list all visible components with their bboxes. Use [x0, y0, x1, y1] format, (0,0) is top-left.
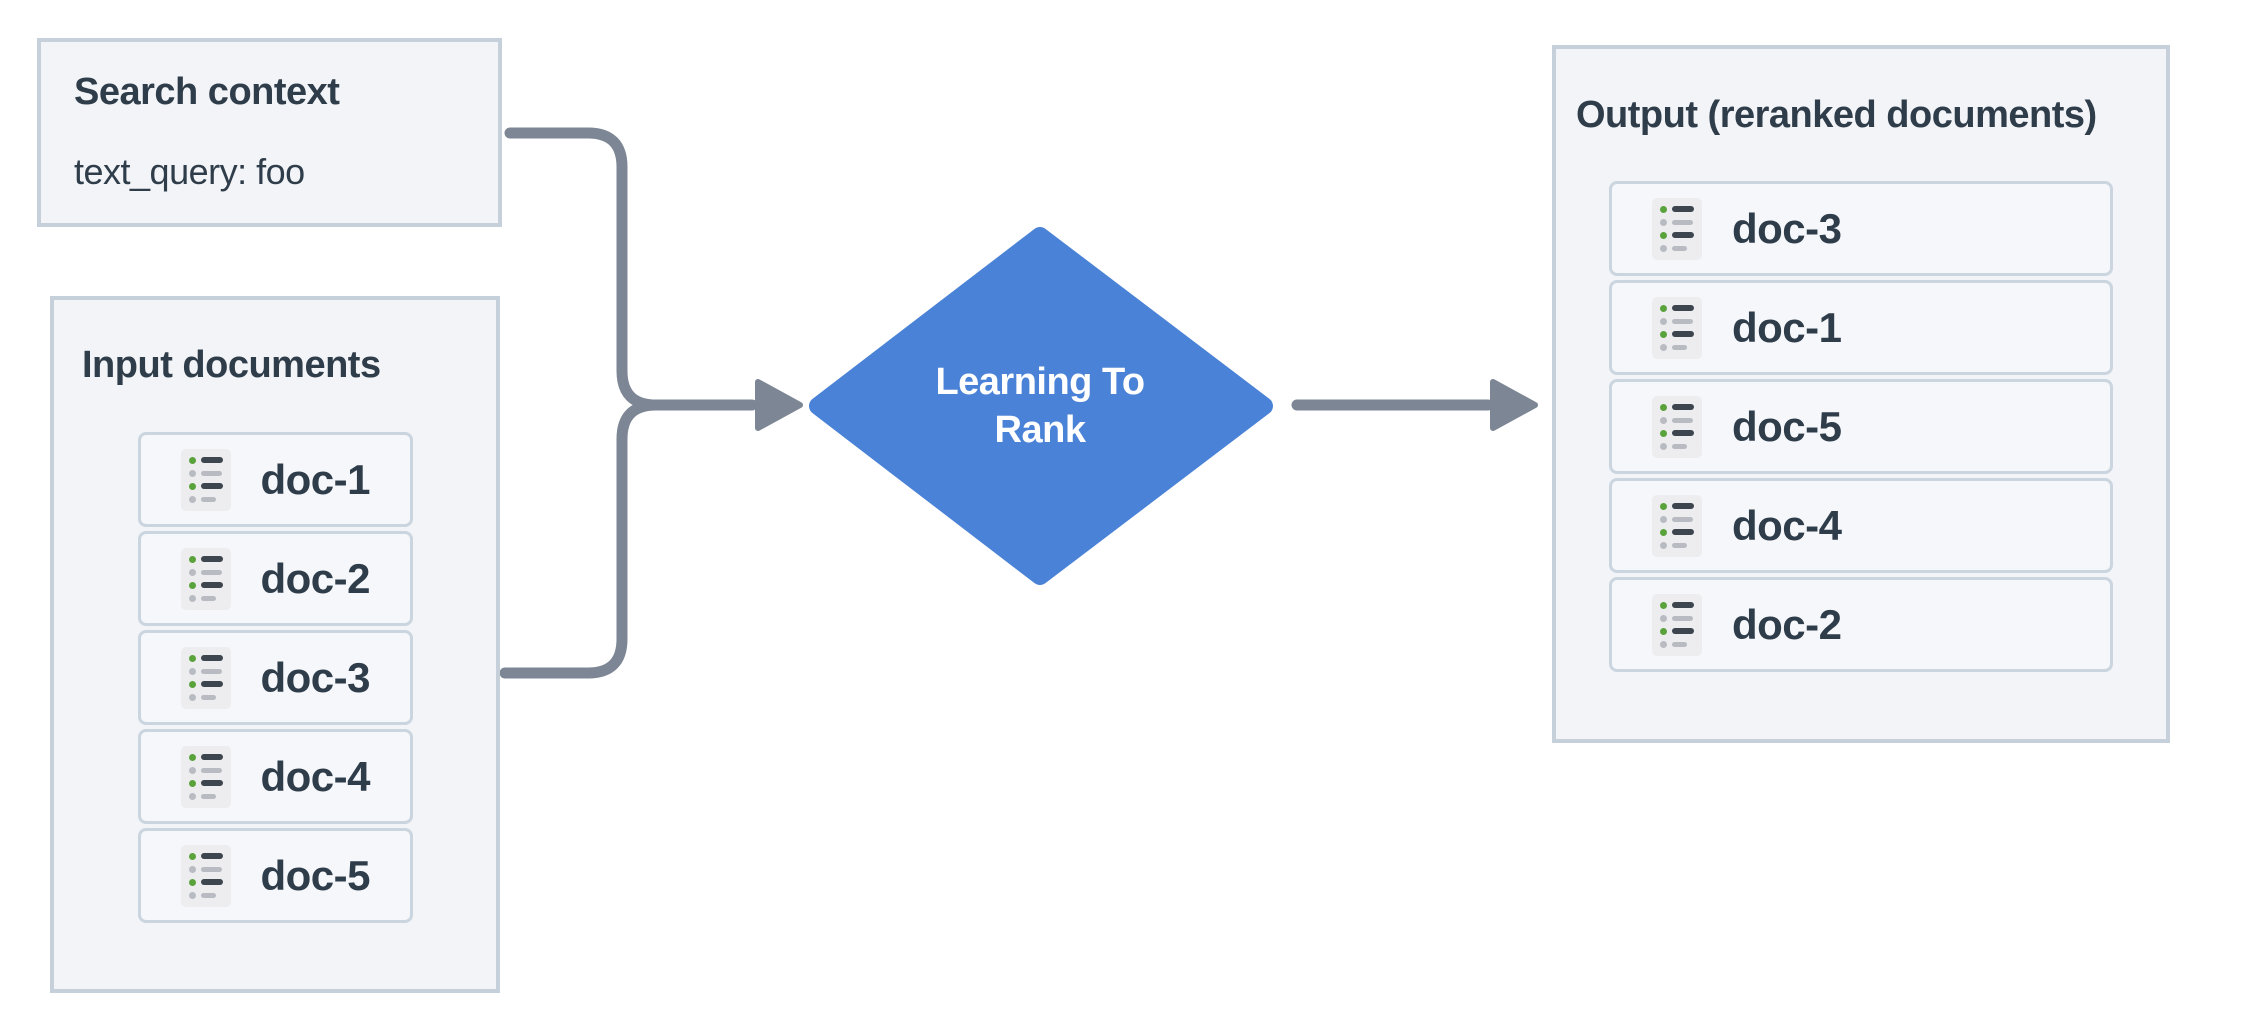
doc-label: doc-4	[260, 752, 371, 800]
doc-label: doc-3	[260, 653, 371, 701]
doc-item: doc-1	[137, 432, 413, 527]
connector-search-context	[504, 127, 758, 411]
doc-label: doc-5	[1732, 402, 1842, 450]
ltr-label-line2: Rank	[994, 409, 1086, 451]
doc-item: doc-3	[1609, 181, 2113, 276]
list-icon	[180, 547, 231, 610]
list-icon	[180, 745, 231, 808]
search-context-title: Search context	[74, 71, 340, 113]
list-icon	[1652, 296, 1702, 359]
list-icon	[180, 844, 231, 907]
input-doc-list: doc-1 doc-2	[137, 432, 413, 923]
doc-item: doc-2	[137, 531, 413, 626]
list-icon	[1652, 395, 1702, 458]
list-icon	[180, 646, 231, 709]
search-context-query: text_query: foo	[74, 151, 305, 192]
doc-item: doc-1	[1609, 280, 2113, 375]
list-icon	[1652, 593, 1702, 656]
list-icon	[1652, 197, 1702, 260]
doc-item: doc-2	[1609, 577, 2113, 672]
output-doc-list: doc-3 doc-1	[1609, 181, 2113, 672]
doc-item: doc-4	[1609, 478, 2113, 573]
doc-item: doc-3	[137, 630, 413, 725]
output-documents-title: Output (reranked documents)	[1576, 94, 2097, 136]
doc-label: doc-3	[1732, 204, 1842, 252]
arrowhead-into-node-icon	[755, 379, 803, 431]
learning-to-rank-label: Learning To Rank	[808, 228, 1272, 584]
input-documents-title: Input documents	[82, 344, 381, 386]
input-documents-box: Input documents doc-1	[50, 296, 500, 993]
output-documents-box: Output (reranked documents) doc-3	[1552, 45, 2170, 743]
arrowhead-into-output-icon	[1490, 379, 1538, 431]
doc-label: doc-2	[1732, 600, 1842, 648]
doc-label: doc-5	[260, 851, 371, 899]
search-context-box: Search context text_query: foo	[37, 38, 502, 227]
doc-label: doc-1	[1732, 303, 1842, 351]
doc-item: doc-5	[137, 828, 413, 923]
doc-item: doc-4	[137, 729, 413, 824]
list-icon	[1652, 494, 1702, 557]
doc-label: doc-2	[260, 554, 371, 602]
list-icon	[180, 448, 231, 511]
doc-item: doc-5	[1609, 379, 2113, 474]
doc-label: doc-1	[260, 455, 371, 503]
doc-label: doc-4	[1732, 501, 1842, 549]
ltr-label-line1: Learning To	[935, 361, 1145, 403]
connector-input-documents	[499, 399, 662, 679]
